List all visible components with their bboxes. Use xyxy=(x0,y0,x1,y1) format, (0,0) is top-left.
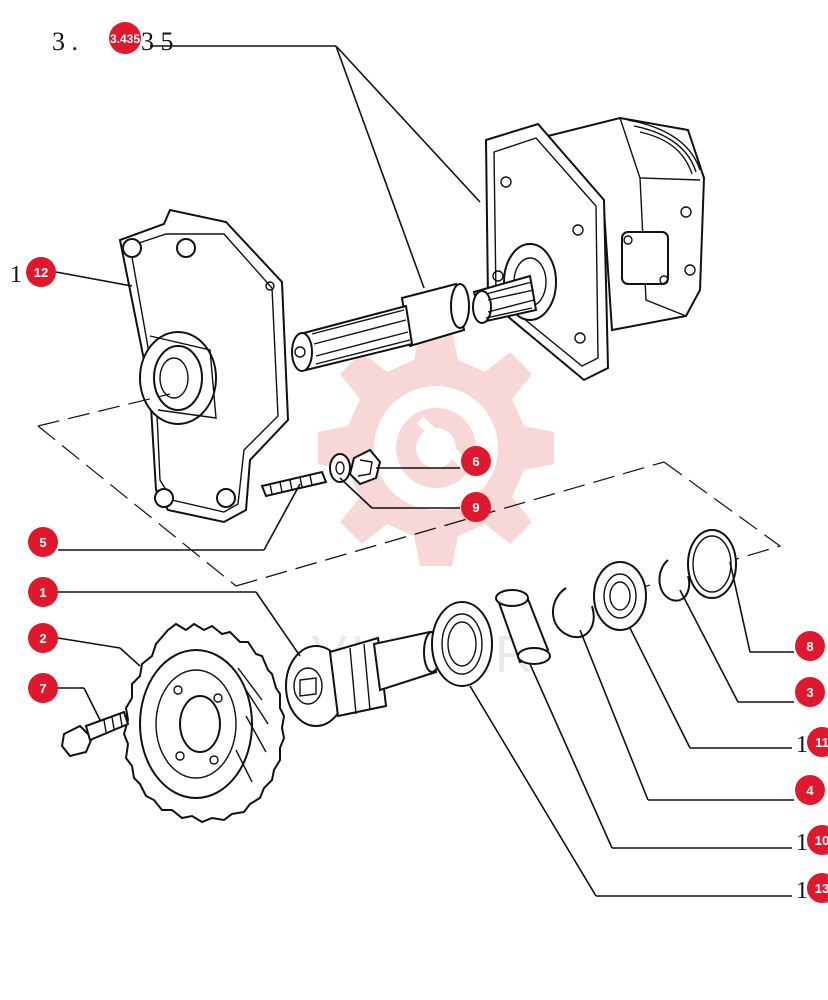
callout-leaders xyxy=(55,271,794,897)
hydraulic-pump xyxy=(472,116,706,382)
callout-11-label: 11 xyxy=(815,735,828,750)
callout-7: 7 xyxy=(28,673,58,703)
header-badge xyxy=(109,22,141,54)
callout-8: 8 xyxy=(795,631,825,661)
callout-12-label: 12 xyxy=(34,265,48,280)
watermark-logo xyxy=(318,330,554,566)
header-code-suffix: 3 5 xyxy=(141,27,174,56)
callout-9: 9 xyxy=(461,492,491,522)
callout-11-prefix: 1 xyxy=(796,732,808,758)
callout-1-label: 1 xyxy=(39,585,46,600)
header-code-prefix: 3 . xyxy=(52,27,78,56)
output-shaft xyxy=(285,630,441,727)
callout-3-label: 3 xyxy=(806,685,813,700)
callout-10: 1 10 xyxy=(796,825,828,856)
callout-4: 4 xyxy=(795,775,825,805)
header-leaders xyxy=(150,45,481,289)
callout-5-label: 5 xyxy=(39,535,46,550)
callout-13: 1 13 xyxy=(796,873,828,904)
gear-bolt xyxy=(60,710,130,758)
stud-washer-nut xyxy=(260,448,382,498)
header-badge-label: 3.435 xyxy=(110,32,140,46)
callout-13-label: 13 xyxy=(815,881,828,896)
callout-10-prefix: 1 xyxy=(796,830,808,856)
callout-7-label: 7 xyxy=(39,681,46,696)
callout-11: 1 11 xyxy=(796,727,828,758)
callout-3: 3 xyxy=(795,677,825,707)
callout-1: 1 xyxy=(28,577,58,607)
callout-6: 6 xyxy=(461,446,491,476)
callout-2: 2 xyxy=(28,623,58,653)
adapter-plate xyxy=(118,208,290,524)
callout-13-prefix: 1 xyxy=(796,878,808,904)
drive-gear xyxy=(122,622,286,824)
callout-9-label: 9 xyxy=(472,500,479,515)
callout-4-label: 4 xyxy=(806,783,814,798)
callout-5: 5 xyxy=(28,527,58,557)
callout-8-label: 8 xyxy=(806,639,813,654)
bearing-stack xyxy=(431,529,737,687)
callout-6-label: 6 xyxy=(472,454,479,469)
callout-10-label: 10 xyxy=(815,833,828,848)
callout-12: 1 12 xyxy=(10,257,56,288)
callout-12-prefix: 1 xyxy=(10,262,22,288)
callout-2-label: 2 xyxy=(39,631,46,646)
coupling-shaft xyxy=(291,282,470,372)
